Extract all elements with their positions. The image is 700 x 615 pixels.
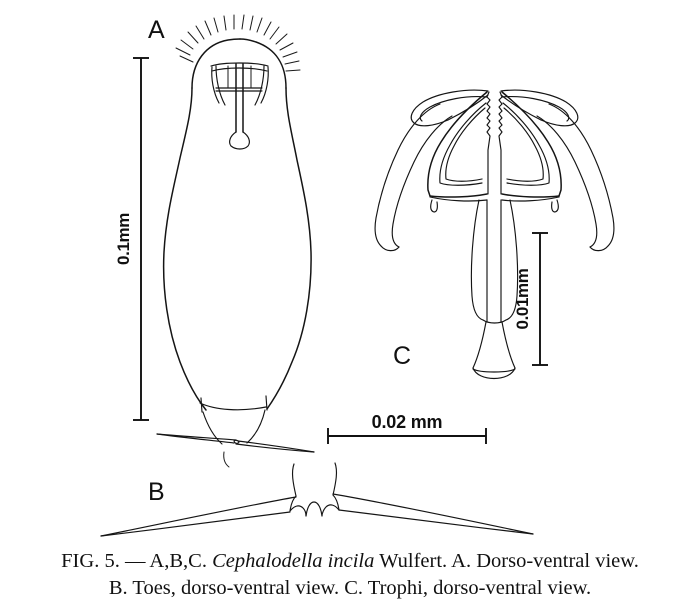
panel-a-toe-right-upper <box>237 440 315 453</box>
trunk-right-contour <box>266 87 312 410</box>
toe-left-notch <box>289 505 307 517</box>
scale-bar-0-01mm: 0.01mm <box>513 232 548 366</box>
manubrium-right-inner <box>536 115 598 248</box>
fulcrum-sheath-bottom <box>482 319 507 324</box>
manubrium-left-tip <box>380 245 400 252</box>
uncus-right-inner <box>501 95 570 122</box>
ramus-left-outer <box>427 91 488 197</box>
panel-label-b: B <box>148 478 165 506</box>
uncus-left-outer <box>410 89 489 127</box>
body-outline-right <box>239 38 287 89</box>
ramus-basal-bar-left <box>429 196 488 202</box>
toe-left-upper-edge <box>100 496 297 537</box>
ramus-right-base <box>501 193 560 198</box>
caption-number-and-panels: . 5. — A,B,C. <box>94 550 213 572</box>
manubrium-left-inner <box>391 115 453 248</box>
caption-fig-prefix: F <box>61 550 73 572</box>
panel-a-animal: A <box>148 14 315 468</box>
toe-left-basal-lobe <box>291 463 297 497</box>
fulcrum-base-rim <box>472 368 516 373</box>
fulcrum-left-outer <box>470 199 484 321</box>
panel-a-spur <box>223 451 230 468</box>
scale-label-0-01mm: 0.01mm <box>513 268 532 329</box>
ramus-left-base <box>429 193 488 198</box>
toe-left-basal-inner <box>289 495 297 512</box>
caption-line-2: B. Toes, dorso-ventral view. C. Trophi, … <box>108 577 592 600</box>
ramus-basal-hook-right <box>551 199 559 213</box>
caption-species-name: Cephalodella incila <box>212 550 375 572</box>
panel-label-c: C <box>393 342 411 370</box>
figure-caption: FIG. 5. — A,B,C. Cephalodella incila Wul… <box>0 548 700 602</box>
uncus-right-outer <box>500 89 579 127</box>
fulcrum-right-outer <box>505 199 519 321</box>
panel-a-toe-right-lower <box>235 443 315 453</box>
ramus-right-inner-triangle2 <box>503 107 544 182</box>
caption-line-1: FIG. 5. — A,B,C. Cephalodella incila Wul… <box>0 548 700 575</box>
panel-c-trophi: C <box>374 89 615 380</box>
scale-bar-0-02mm: 0.02 mm <box>327 412 487 444</box>
ramus-right-toothed-margin <box>498 91 503 195</box>
toe-right-notch <box>321 504 340 517</box>
toe-left-lower-edge <box>100 511 291 537</box>
caption-line-1-tail: Wulfert. A. Dorso-ventral view. <box>374 550 639 572</box>
panel-label-a: A <box>148 16 165 44</box>
ramus-left-inner-triangle2 <box>445 107 486 182</box>
fulcrum-stalk-left <box>472 321 487 369</box>
scale-label-0-1mm: 0.1mm <box>114 213 133 265</box>
toe-right-basal-lobe <box>332 462 338 496</box>
foot-joint-tick-left <box>200 397 203 413</box>
caption-fig-smallcaps: IG <box>72 550 95 572</box>
panel-a-toe-left-lower <box>156 433 235 444</box>
body-outline-left <box>191 38 241 89</box>
manubrium-left-outer <box>374 103 441 247</box>
manubrium-right-tip <box>589 245 609 252</box>
foot-joint-tick-right <box>265 395 268 411</box>
toe-right-basal-inner <box>332 494 340 511</box>
ramus-basal-bar-right <box>501 196 560 202</box>
scale-bar-0-1mm: 0.1mm <box>114 57 149 421</box>
toes-median-notch <box>305 501 323 517</box>
ramus-right-inner-triangle <box>502 102 550 186</box>
foot-joint-line <box>199 402 267 411</box>
toe-right-upper-edge <box>332 493 534 535</box>
uncus-left-inner <box>419 95 488 122</box>
corona-cilia <box>175 14 301 72</box>
ramus-left-toothed-margin <box>486 91 491 195</box>
ramus-left-inner-triangle <box>439 102 487 186</box>
manubrium-right-outer <box>548 103 615 247</box>
panel-a-toe-base-node <box>233 439 240 444</box>
ramus-right-outer <box>501 91 562 197</box>
trunk-left-contour <box>162 87 207 411</box>
toe-right-lower-edge <box>338 509 534 535</box>
panel-b-toes: B <box>100 462 534 537</box>
panel-a-internal-trophi <box>210 62 269 150</box>
scale-label-0-02mm: 0.02 mm <box>372 412 443 432</box>
fulcrum-base-flare <box>472 367 516 380</box>
foot-right-edge <box>246 409 266 444</box>
fulcrum-stalk-right <box>501 321 516 369</box>
ramus-basal-hook-left <box>430 199 438 213</box>
